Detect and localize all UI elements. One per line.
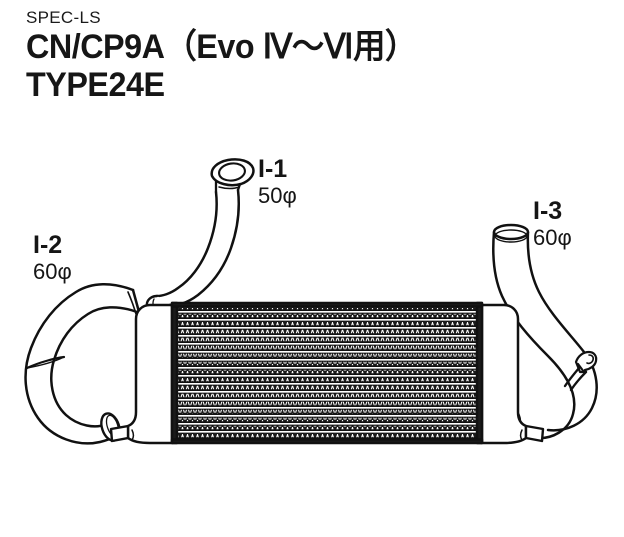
spec-label: SPEC-LS: [26, 8, 101, 27]
callout-i3-id: I-3: [533, 197, 563, 225]
model-name-line-1: CN/CP9A（Evo Ⅳ～Ⅵ用）: [26, 28, 417, 66]
callout-i2-diameter: 60φ: [33, 259, 72, 284]
pipe-i1-outline: [145, 158, 255, 315]
callout-i3-diameter: 60φ: [533, 225, 572, 250]
pipe-i2-outline: [24, 283, 141, 445]
callout-i2-id: I-2: [33, 231, 63, 259]
callout-i1-id: I-1: [258, 155, 288, 183]
title-block: SPEC-LS CN/CP9A（Evo Ⅳ～Ⅵ用） TYPE24E: [26, 8, 546, 104]
intercooler-core: [170, 301, 484, 445]
callout-i2: I-2 60φ: [33, 232, 72, 285]
model-name-line-2: TYPE24E: [26, 66, 165, 104]
callout-i1: I-1 50φ: [258, 156, 297, 209]
end-tank-right: [480, 303, 545, 445]
callout-i1-diameter: 50φ: [258, 183, 297, 208]
end-tank-left: [109, 303, 174, 445]
callout-i3: I-3 60φ: [533, 198, 572, 251]
